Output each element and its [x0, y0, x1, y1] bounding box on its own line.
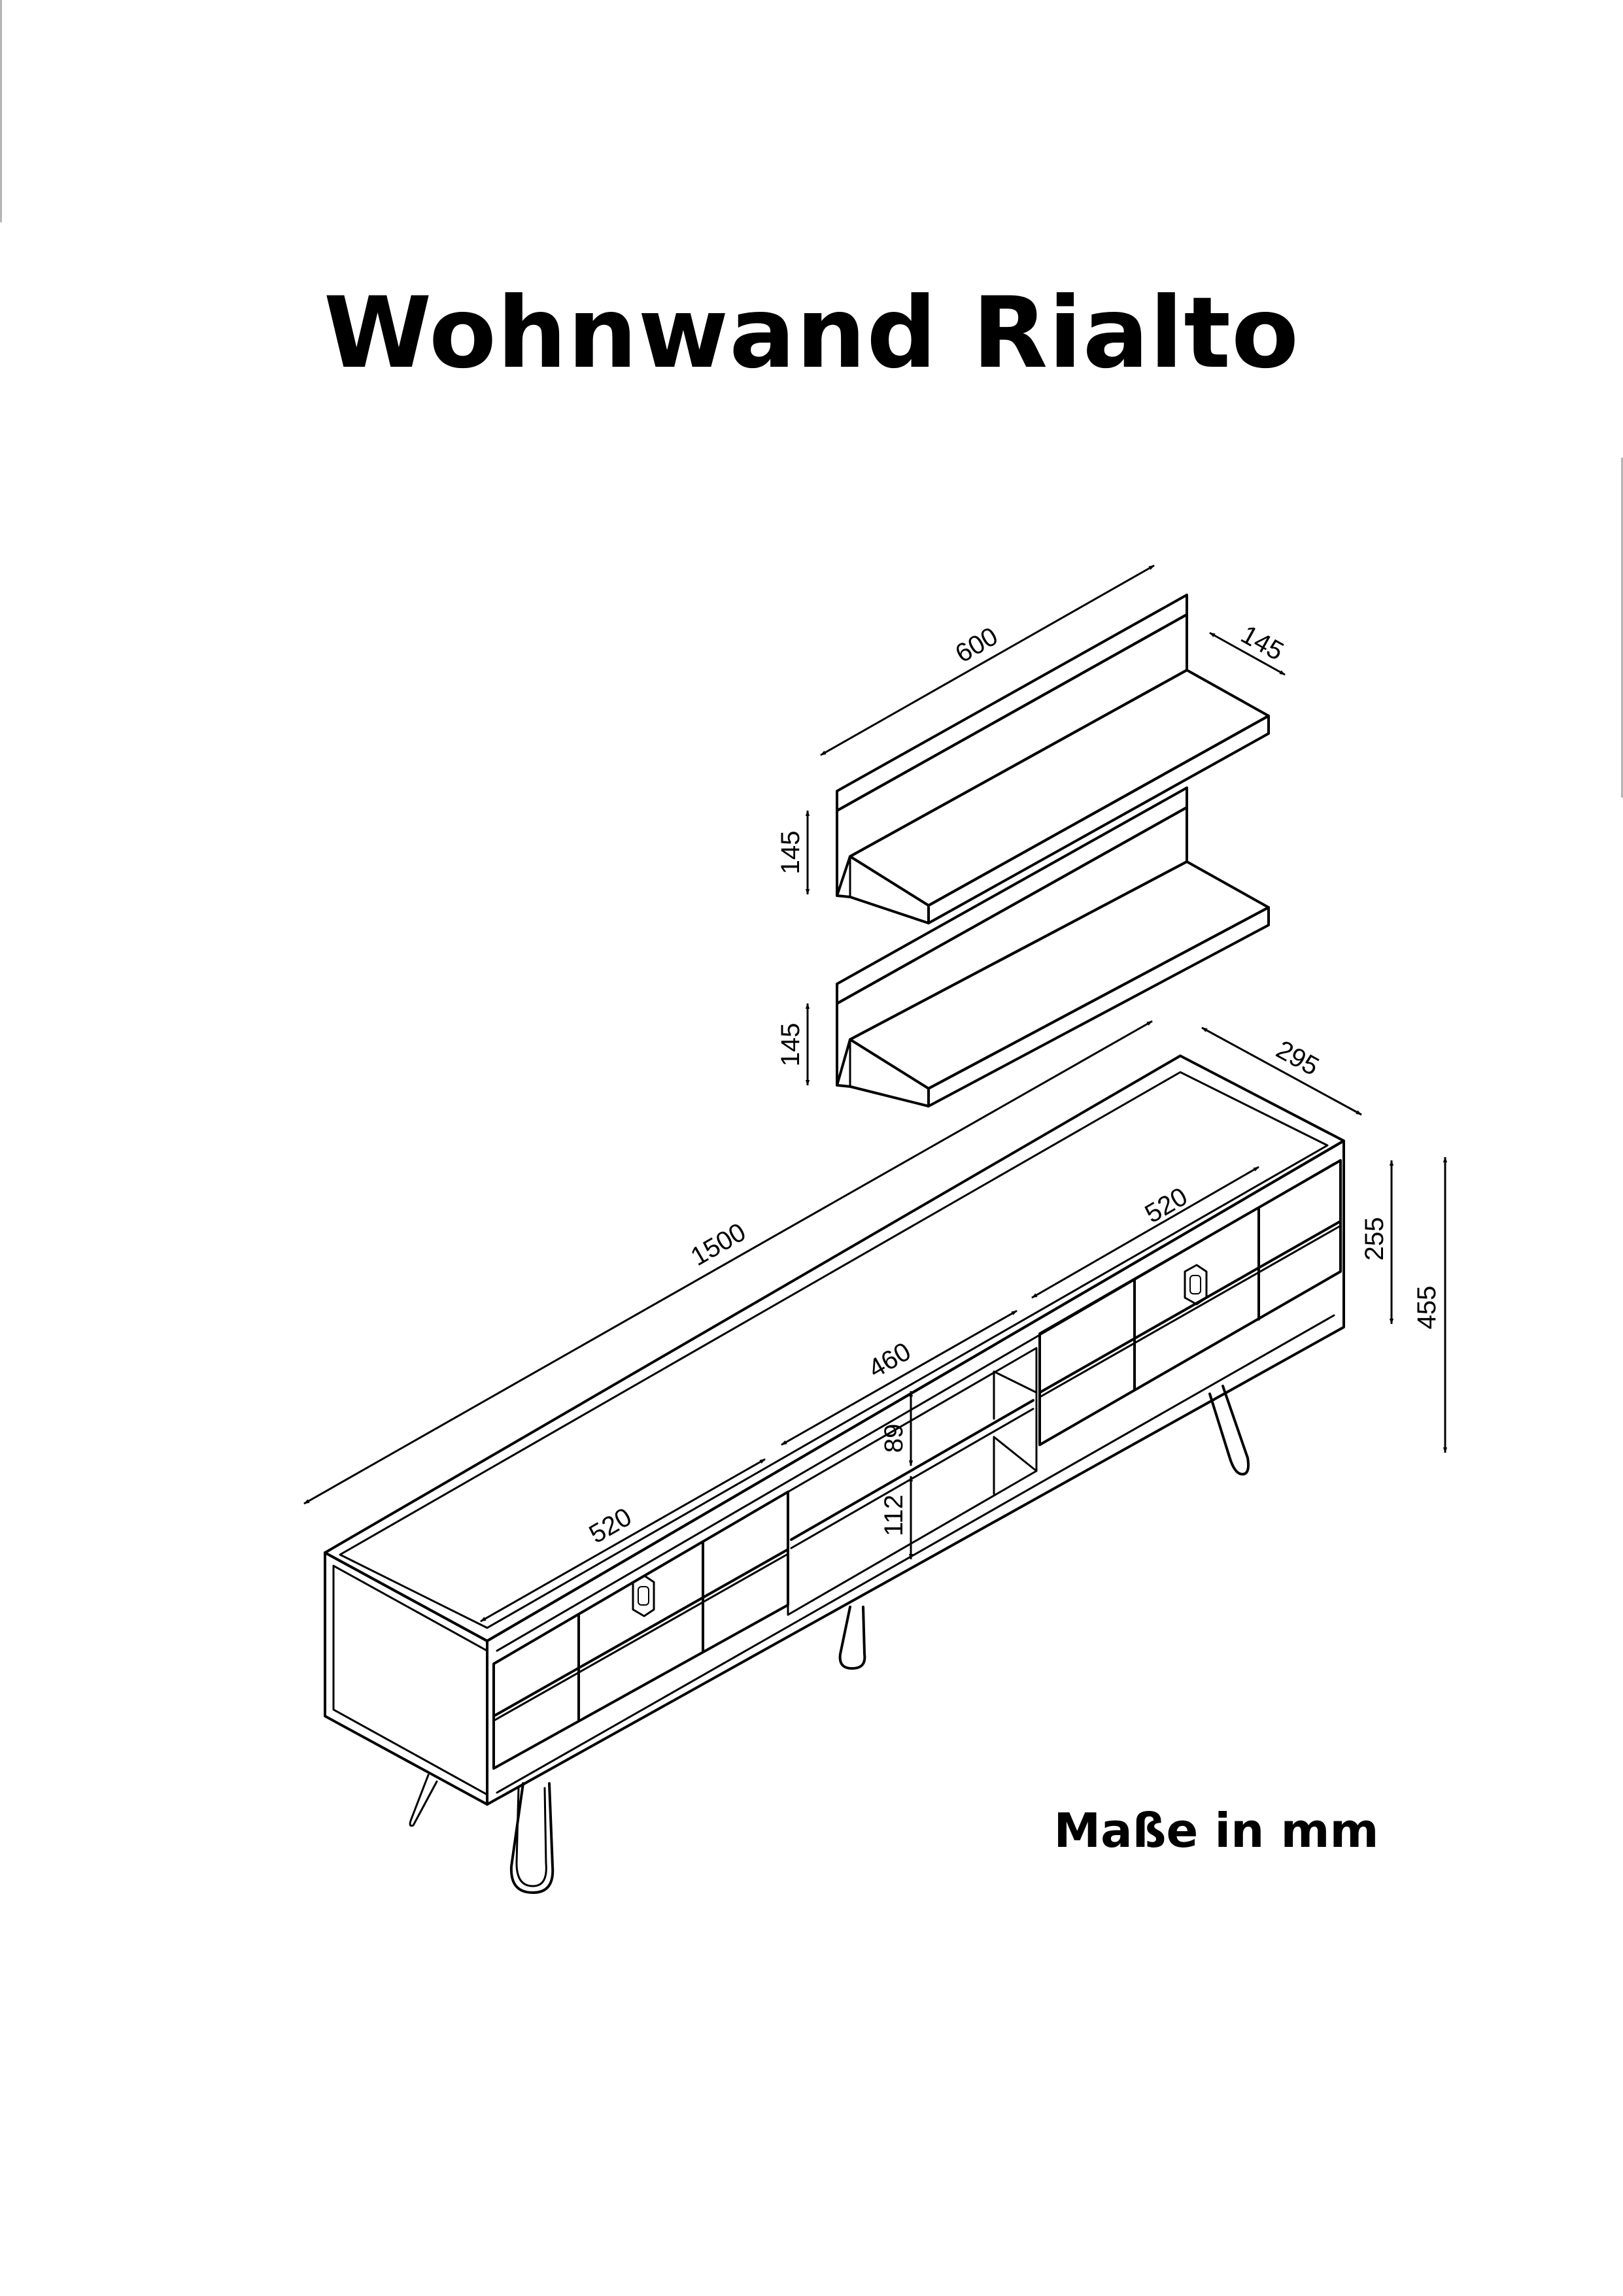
- unit-top-surface: [324, 1055, 1345, 1642]
- unit-front: [486, 1140, 1345, 1806]
- dim-right-section-width: 520: [1140, 1182, 1193, 1228]
- middle-compartment: [787, 1347, 1038, 1616]
- upper-wall-shelf: [836, 594, 1270, 924]
- dim-shelf-upper-height: 145: [776, 831, 805, 875]
- dimension-lines: [303, 564, 1448, 1623]
- dim-left-section-width: 520: [585, 1502, 637, 1549]
- right-edge-mark: [1621, 458, 1623, 798]
- dim-shelf-lower-height: 145: [776, 1023, 805, 1067]
- dimension-labels: 600 145 145 145 1500 295 255 455 520 460…: [585, 620, 1441, 1549]
- dim-shelf-depth: 145: [1236, 620, 1288, 666]
- left-drawer-block: [492, 1491, 789, 1770]
- unit-left-side: [324, 1551, 488, 1806]
- dim-middle-upper-opening: 89: [880, 1424, 908, 1453]
- dim-shelf-width: 600: [951, 622, 1003, 668]
- units-note: Maße in mm: [1053, 1803, 1379, 1858]
- left-edge-mark: [0, 0, 2, 222]
- dim-unit-width: 1500: [686, 1217, 751, 1272]
- dim-unit-depth: 295: [1271, 1035, 1324, 1081]
- dim-unit-body-height: 255: [1360, 1217, 1389, 1261]
- unit-legs: [409, 1385, 1250, 1894]
- dim-middle-section-width: 460: [864, 1337, 916, 1383]
- tv-unit: [324, 1055, 1345, 1894]
- dim-middle-lower-opening: 112: [880, 1494, 908, 1536]
- page-title: Wohnwand Rialto: [323, 277, 1300, 390]
- dim-unit-total-height: 455: [1412, 1286, 1441, 1330]
